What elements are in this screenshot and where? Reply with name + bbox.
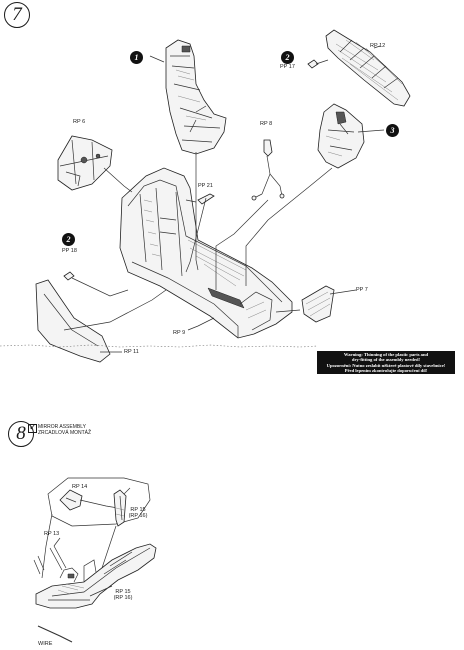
label-rp6: RP 6 xyxy=(73,119,86,125)
wire-part xyxy=(37,625,73,643)
pp7-panel-part xyxy=(301,285,335,323)
rp13-rods-part xyxy=(33,545,67,575)
label-rp12: RP 12 xyxy=(370,43,386,49)
ejection-seat-part xyxy=(165,39,227,155)
step-7-number: 7 xyxy=(12,4,22,25)
step-divider xyxy=(0,344,319,348)
callout-1: 1 xyxy=(130,51,143,64)
rear-bulkhead-part xyxy=(317,103,365,169)
control-stick-part xyxy=(251,139,285,201)
warning-line-1: Warning: Thinning of the plastic parts a… xyxy=(343,351,429,357)
pp17-part xyxy=(307,59,319,69)
label-pp21: PP 21 xyxy=(198,183,213,189)
warning-box: Warning: Thinning of the plastic parts a… xyxy=(317,351,455,374)
side-console-panel-part xyxy=(325,29,411,107)
inset-leader-right xyxy=(99,525,117,575)
label-rp15-inset: RP 15 (RP 16) xyxy=(128,507,148,519)
callout-3: 3 xyxy=(386,124,399,137)
label-rp11: RP 11 xyxy=(124,349,139,355)
mirror-assembly-note: MIRROR ASSEMBLY ZRCADLOVÁ MONTÁŽ xyxy=(38,424,91,436)
label-rp15-main: RP 15 (RP 16) xyxy=(113,589,133,601)
rp15-leader xyxy=(89,585,113,597)
mirror-checkbox-icon: ✓ xyxy=(28,423,37,433)
step-8-marker: 8 xyxy=(8,421,34,447)
mirror-line-1: MIRROR ASSEMBLY xyxy=(38,424,86,430)
callout-2-top: 2 xyxy=(281,51,294,64)
label-rp9: RP 9 xyxy=(173,330,186,336)
rp11-panel-part xyxy=(35,279,111,363)
label-rp14: RP 14 xyxy=(72,484,88,490)
warning-line-3: Upozornění: Nutno zeslabit některé plast… xyxy=(326,362,446,368)
label-pp7: PP 7 xyxy=(356,287,368,293)
pp18-part xyxy=(63,271,75,281)
label-pp18: PP 18 xyxy=(62,248,77,254)
cockpit-tub-part xyxy=(119,167,293,339)
label-pp17: PP 17 xyxy=(280,64,295,70)
assembly-lines-step7 xyxy=(63,45,385,353)
step-8-number: 8 xyxy=(16,423,26,444)
label-rp13: RP 13 xyxy=(44,531,60,537)
inset-leader-left xyxy=(41,513,53,579)
callout-2-left: 2 xyxy=(62,233,75,246)
mirror-line-2: ZRCADLOVÁ MONTÁŽ xyxy=(38,430,92,436)
warning-line-2: dry-fitting of the assembly needed! xyxy=(351,357,421,362)
windshield-frame-part xyxy=(35,543,157,609)
warning-line-4: Před lepením zkontrolujte doporučení díl… xyxy=(344,368,428,373)
rp6-bracket-part xyxy=(57,135,113,191)
rp13-leader xyxy=(53,537,61,547)
step-7-marker: 7 xyxy=(4,2,30,28)
label-wire: WIRE xyxy=(38,641,53,647)
label-rp8: RP 8 xyxy=(260,121,273,127)
mirror-detail-inset xyxy=(47,477,151,527)
